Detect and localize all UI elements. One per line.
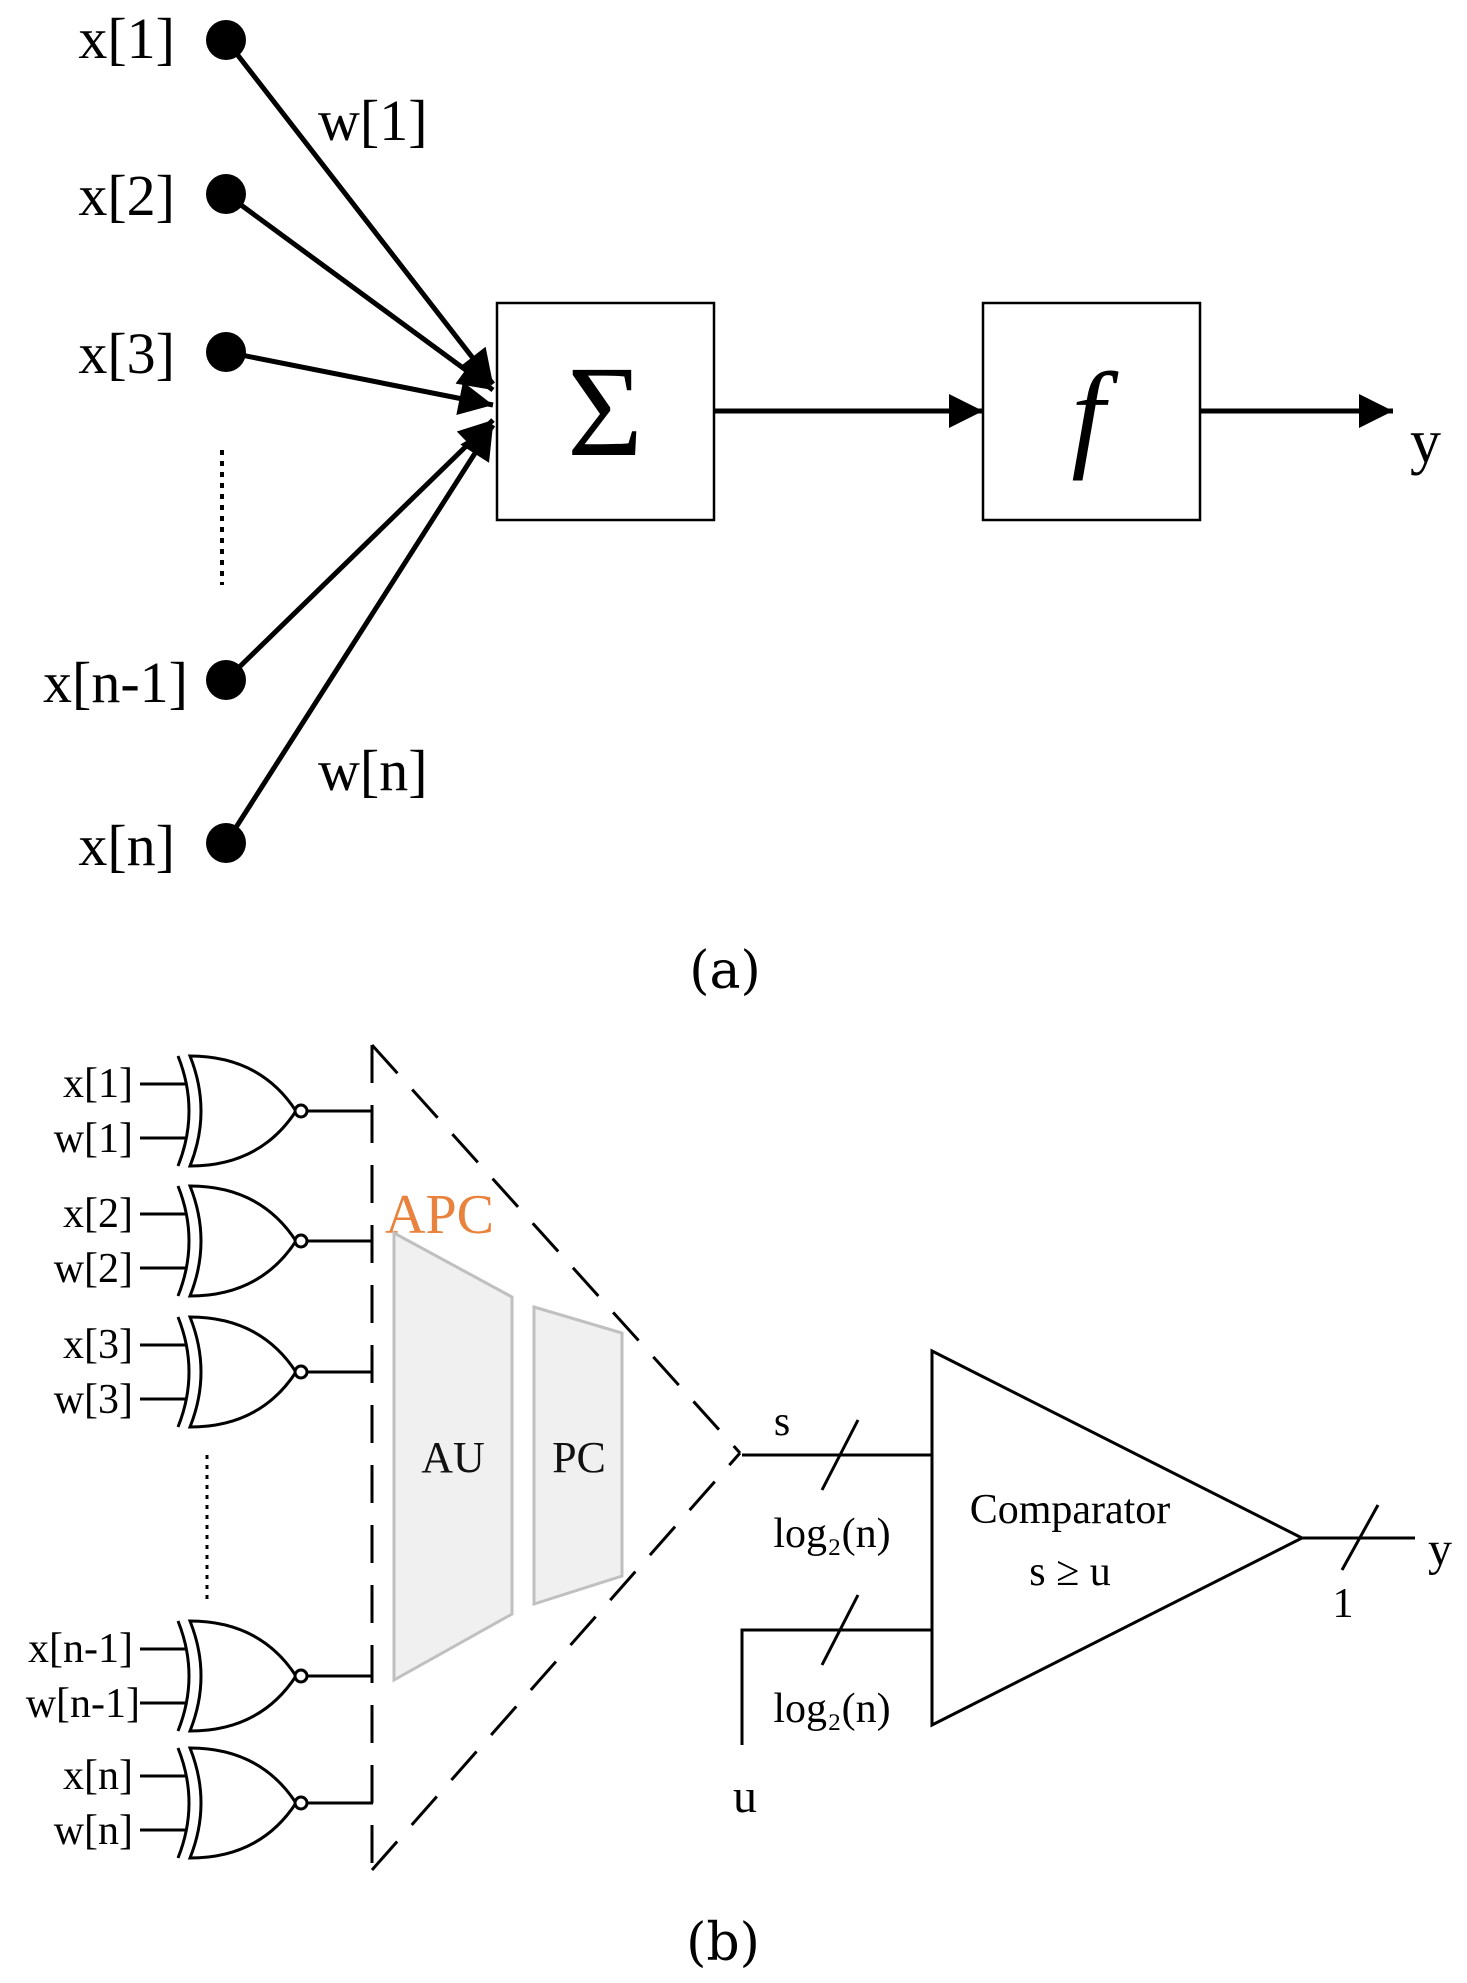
s-bus-slash (820, 1419, 860, 1491)
output-label-a: y (1410, 408, 1441, 476)
panel-a: x[1] x[2] x[3] x[n-1] x[n] w[1] w[n] Σ f (43, 6, 1441, 1001)
caption-b: (b) (686, 1913, 760, 1973)
apc-outline-bottom (370, 1452, 742, 1871)
sum-symbol: Σ (567, 340, 643, 484)
caption-a: (a) (689, 941, 761, 1001)
output-bus-width: 1 (1333, 1581, 1354, 1627)
input-label-n-1: x[n-1] (43, 650, 188, 715)
output-bus-slash (1340, 1504, 1380, 1571)
u-bus-width: log₂(n) (773, 1686, 890, 1732)
apc-outline-top (370, 1043, 742, 1455)
gate-w-label-n: w[n] (54, 1808, 133, 1854)
gate-w-label-n-1: w[n-1] (26, 1681, 140, 1727)
summation-block (495, 301, 716, 522)
gate-x-label-3: x[3] (63, 1322, 133, 1368)
u-label: u (733, 1770, 757, 1823)
gate-w-label-1: w[1] (54, 1116, 133, 1162)
xnor-gate-n-1 (140, 1619, 373, 1733)
input-label-3: x[3] (78, 321, 175, 386)
comparator (930, 1348, 1306, 1728)
apc-label: APC (385, 1184, 494, 1246)
gate-x-label-1: x[1] (63, 1061, 133, 1107)
edge-1 (224, 38, 495, 386)
gate-x-label-n: x[n] (63, 1753, 133, 1799)
pc-block (532, 1304, 624, 1607)
activation-block (981, 301, 1202, 522)
au-block (392, 1230, 514, 1683)
weight-label-n: w[n] (318, 738, 428, 803)
gate-x-label-2: x[2] (63, 1191, 133, 1237)
input-label-1: x[1] (78, 6, 175, 71)
gate-w-label-2: w[2] (54, 1246, 133, 1292)
panel-b: x[1] w[1] x[2] w[2] x[3] w[3] x[n-1] w[n… (26, 1043, 1452, 1973)
edge-2 (224, 191, 495, 393)
edge-3 (225, 349, 494, 416)
output-label-b: y (1428, 1523, 1452, 1576)
s-bus-width: log₂(n) (773, 1511, 890, 1557)
pc-label: PC (552, 1433, 606, 1482)
u-wire (740, 1628, 932, 1745)
gate-x-label-n-1: x[n-1] (28, 1626, 133, 1672)
xnor-gate-3 (140, 1315, 373, 1429)
comparator-label: Comparator (970, 1487, 1171, 1533)
s-label: s (774, 1399, 790, 1445)
au-label: AU (421, 1433, 485, 1482)
input-label-n: x[n] (78, 813, 175, 878)
edge-n (223, 423, 496, 845)
xnor-gate-1 (140, 1054, 373, 1168)
edge-n-1 (224, 418, 495, 682)
xnor-gate-n (140, 1746, 373, 1860)
weight-label-1: w[1] (318, 88, 428, 153)
comparator-condition: s ≥ u (1029, 1549, 1110, 1595)
input-label-2: x[2] (78, 163, 175, 228)
u-bus-slash (820, 1594, 860, 1666)
gate-w-label-3: w[3] (54, 1377, 133, 1423)
xnor-gate-2 (140, 1184, 373, 1298)
